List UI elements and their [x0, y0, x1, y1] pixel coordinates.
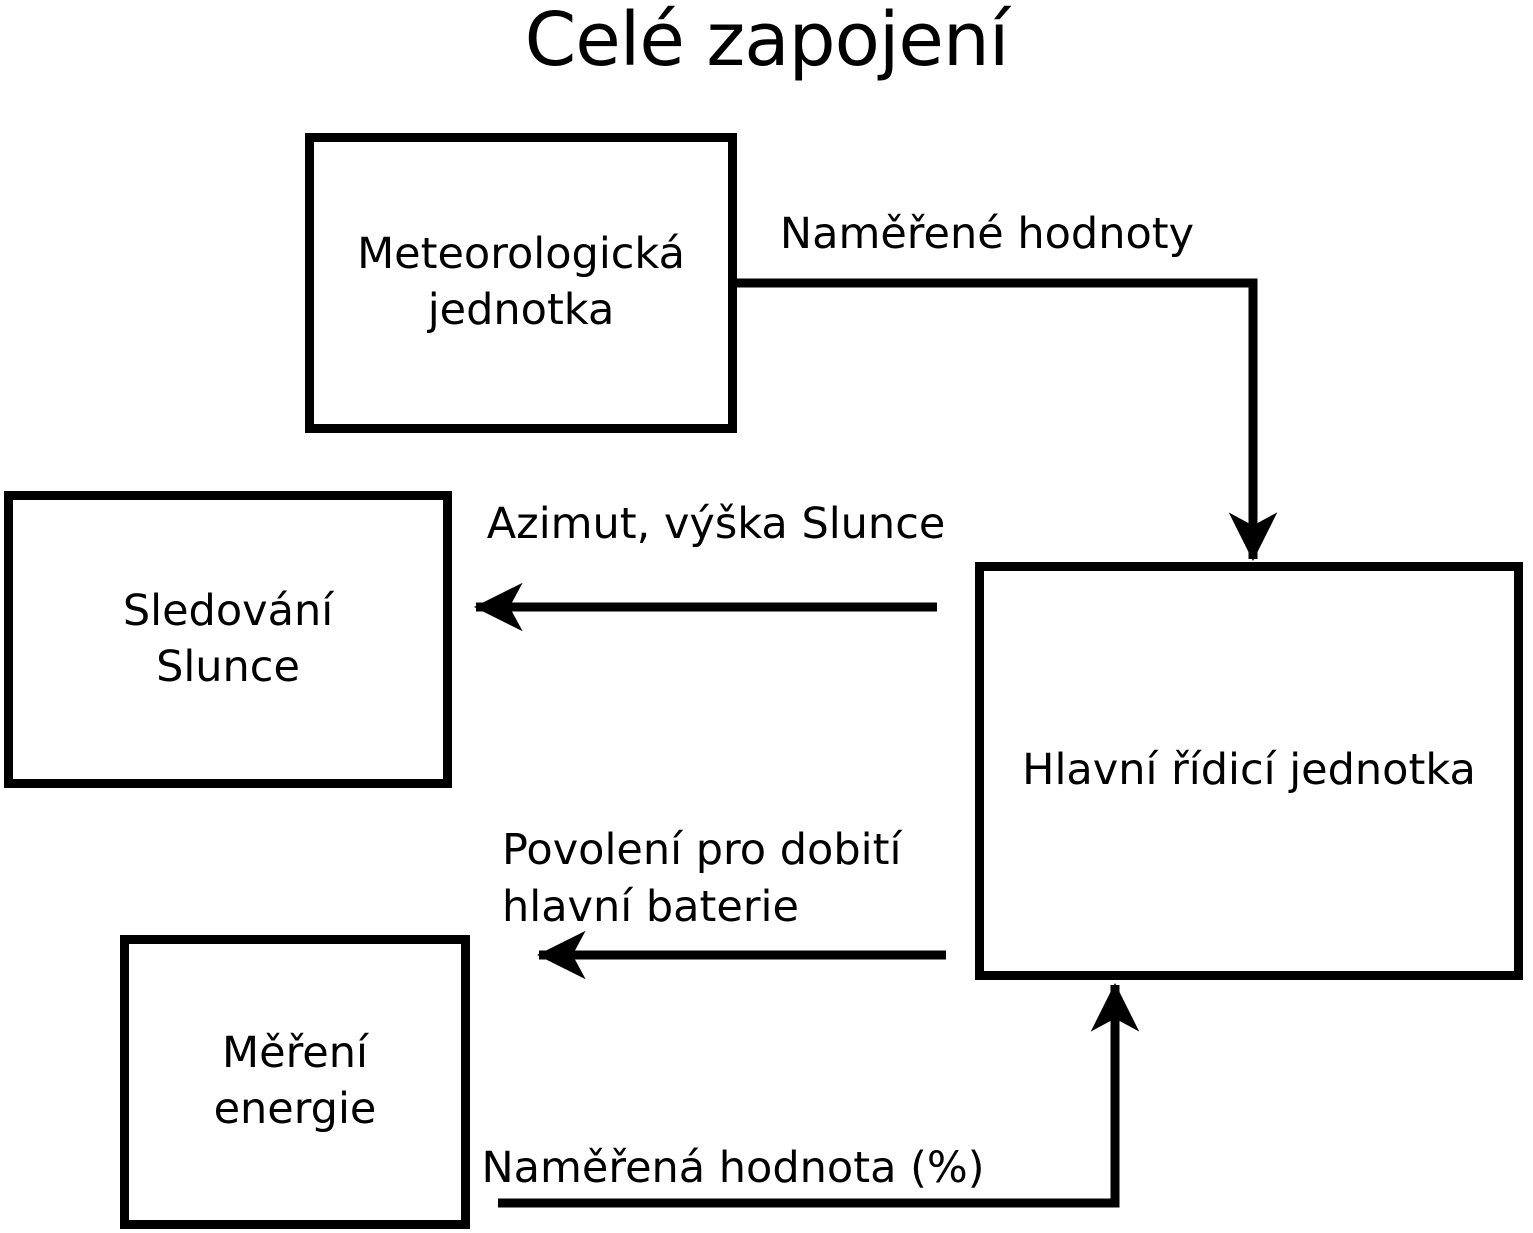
- page-title: Celé zapojení: [524, 0, 1010, 83]
- edge-label-line: Naměřené hodnoty: [779, 209, 1195, 259]
- node-sledovani-slunce: Sledování Slunce: [4, 491, 452, 788]
- node-label-line: Hlavní řídicí jednotka: [1022, 745, 1476, 796]
- edge-label-namerena-hodnota: Naměřená hodnota (%): [481, 1140, 984, 1197]
- node-label-line: Sledování: [122, 585, 334, 636]
- node-label-line: jednotka: [427, 285, 615, 335]
- edge-label-namerene-hodnoty: Naměřené hodnoty: [780, 206, 1194, 263]
- node-label-line: energie: [213, 1084, 377, 1134]
- edge-label-povoleni-pro-dobiti: Povolení pro dobití hlavní baterie: [502, 822, 901, 936]
- node-mereni-energie: Měření energie: [120, 935, 470, 1229]
- edge-label-line: hlavní baterie: [502, 881, 799, 932]
- edge-label-line: Naměřená hodnota (%): [481, 1143, 985, 1193]
- node-label-line: Měření: [222, 1028, 368, 1079]
- node-label-line: Slunce: [156, 641, 300, 692]
- node-hlavni-ridici-jednotka: Hlavní řídicí jednotka: [975, 562, 1523, 980]
- node-label-line: Meteorologická: [357, 229, 685, 280]
- edge-label-line: Azimut, výška Slunce: [486, 499, 946, 549]
- node-meteorologicka-jednotka: Meteorologická jednotka: [305, 133, 737, 433]
- edge-label-azimut-vyska-slunce: Azimut, výška Slunce: [487, 496, 946, 553]
- edge-label-line: Povolení pro dobití: [502, 825, 902, 875]
